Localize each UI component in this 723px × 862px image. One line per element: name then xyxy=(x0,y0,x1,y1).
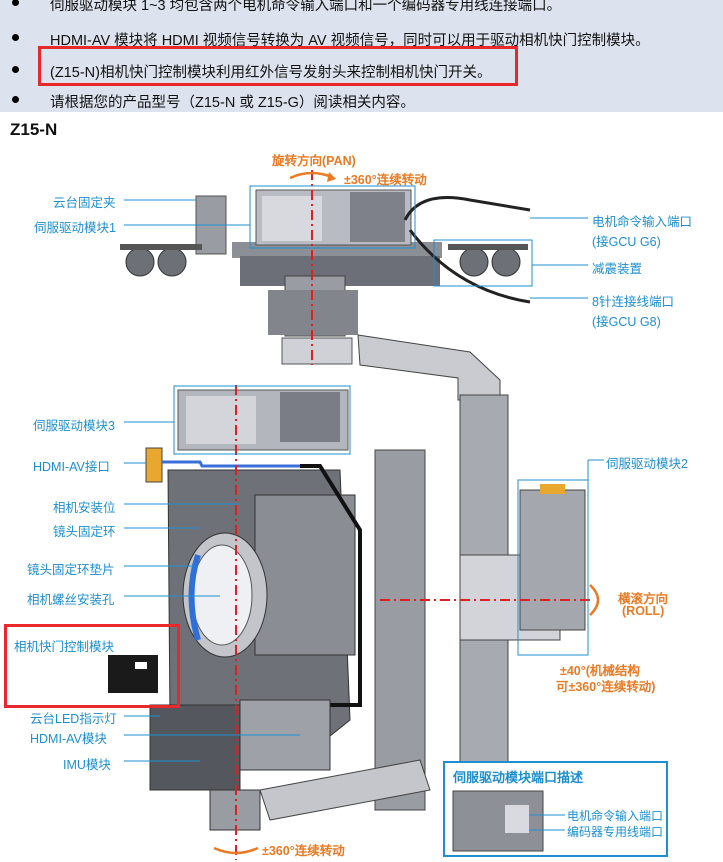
shutter-led xyxy=(135,662,147,669)
bullet-text: HDMI-AV 模块将 HDMI 视频信号转换为 AV 视频信号，同时可以用于驱… xyxy=(50,33,650,49)
label-motor-cmd-port: 电机命令输入端口 xyxy=(592,215,693,229)
imu-block xyxy=(149,704,241,791)
bottom-arrow xyxy=(213,846,259,855)
label-pan: 旋转方向(PAN) xyxy=(272,154,356,168)
bullet-dot xyxy=(12,0,19,6)
model-title: Z15-N xyxy=(10,120,58,139)
pin8-cable xyxy=(408,229,531,304)
yaw-coupling xyxy=(281,337,353,365)
pan-arrowhead xyxy=(327,172,336,182)
damper-plate xyxy=(120,244,202,250)
label-pin8-port-sub: (接GCU G8) xyxy=(592,315,661,329)
top-base-plate xyxy=(232,242,442,258)
label-hdmi-av-module: HDMI-AV模块 xyxy=(30,732,107,746)
label-pin8-port: 8针连接线端口 xyxy=(592,295,674,309)
highlight-box-bullet xyxy=(38,46,518,86)
shutter-module-shape xyxy=(108,655,158,693)
servo-2-box-outline xyxy=(517,479,589,656)
lens-ring-inner xyxy=(191,544,253,646)
servo-3-box xyxy=(280,392,340,442)
inset-port-area xyxy=(505,805,529,833)
label-motor-cmd-port-sub: (接GCU G6) xyxy=(592,235,661,249)
shutter-cable xyxy=(300,464,362,707)
servo-3-disk xyxy=(186,396,256,444)
label-shutter-module: 相机快门控制模块 xyxy=(14,640,115,654)
label-lens-ring-pad: 镜头固定环垫片 xyxy=(27,563,115,577)
servo-2-shape xyxy=(519,489,586,631)
servo-1-box-outline xyxy=(249,185,416,249)
intro-band xyxy=(0,0,723,112)
label-servo-2: 伺服驱动模块2 xyxy=(606,457,688,471)
damper-ball xyxy=(157,247,187,277)
label-roll-limit: ±40°(机械结构 xyxy=(560,664,640,678)
bullet-text: 伺服驱动模块 1~3 均包含两个电机命令输入端口和一个编码器专用线连接端口。 xyxy=(50,0,562,14)
servo-3-box-outline xyxy=(173,385,351,455)
label-roll-limit-2: 可±360°连续转动) xyxy=(556,680,656,694)
camera-mount-plate xyxy=(254,494,356,656)
damper-ball xyxy=(459,247,489,277)
hdmi-connector xyxy=(145,447,163,483)
bullet-text: (Z15-N)相机快门控制模块利用红外信号发射头来控制相机快门开关。 xyxy=(50,65,492,81)
label-pan-rotation: ±360°连续转动 xyxy=(344,173,427,187)
label-bottom-rotation: ±360°连续转动 xyxy=(262,844,345,858)
label-servo-3: 伺服驱动模块3 xyxy=(33,419,115,433)
damper-box-outline xyxy=(433,239,533,287)
inset-servo-shape xyxy=(452,790,544,852)
inner-tube xyxy=(374,449,426,811)
bullet-dot xyxy=(12,34,19,41)
lower-arm xyxy=(259,759,431,821)
hdmi-ribbon xyxy=(162,460,300,468)
bullet-dot xyxy=(12,66,19,73)
inset-port-1: 电机命令输入端口 xyxy=(567,809,664,823)
servo-2-connector xyxy=(540,484,565,494)
label-hdmi-av-port: HDMI-AV接口 xyxy=(33,460,110,474)
label-imu-module: IMU模块 xyxy=(63,758,111,772)
label-camera-screw-hole: 相机螺丝安装孔 xyxy=(27,593,115,607)
label-roll: 横滚方向 xyxy=(618,592,669,606)
label-gimbal-clamp: 云台固定夹 xyxy=(53,196,116,210)
label-damper: 减震装置 xyxy=(592,262,643,276)
damper-ball xyxy=(491,247,521,277)
servo-1-box xyxy=(350,192,405,242)
bullet-dot xyxy=(12,96,19,103)
damper-ball xyxy=(125,247,155,277)
label-roll-sub: (ROLL) xyxy=(622,604,665,618)
label-lens-ring: 镜头固定环 xyxy=(53,525,116,539)
inset-port-2: 编码器专用线端口 xyxy=(567,825,664,839)
damper-plate xyxy=(448,244,528,250)
highlight-box-shutter xyxy=(4,624,180,708)
label-led-indicator: 云台LED指示灯 xyxy=(30,712,117,726)
roll-arrow xyxy=(589,584,600,616)
bullet-text: 请根据您的产品型号（Z15-N 或 Z15-G）阅读相关内容。 xyxy=(50,95,415,111)
top-cable xyxy=(403,196,531,221)
label-camera-mount: 相机安装位 xyxy=(53,501,116,515)
port-description-inset: 伺服驱动模块端口描述 电机命令输入端口 编码器专用线端口 xyxy=(443,761,668,857)
upper-arm xyxy=(357,334,501,401)
label-servo-1: 伺服驱动模块1 xyxy=(34,221,116,235)
inset-title: 伺服驱动模块端口描述 xyxy=(453,770,584,785)
inset-illustration xyxy=(452,790,565,852)
